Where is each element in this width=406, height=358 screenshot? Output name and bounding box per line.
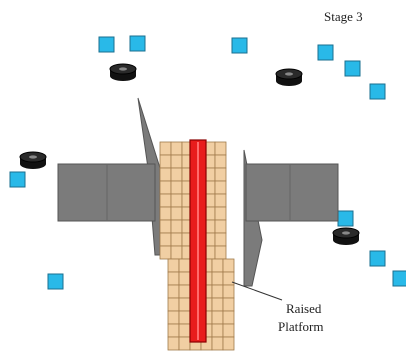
platform-box [170, 219, 183, 234]
platform-box [214, 141, 227, 156]
platform-box [170, 167, 183, 182]
platform-box [167, 310, 180, 325]
black-disks-group [19, 63, 360, 245]
platform-box [214, 180, 227, 195]
blue-square [369, 83, 386, 100]
platform-box [214, 154, 227, 169]
platform-box [170, 180, 183, 195]
platform-box [222, 310, 235, 325]
blue-square [317, 44, 334, 61]
platform-box [178, 310, 191, 325]
platform-box [178, 284, 191, 299]
platform-box [170, 193, 183, 208]
platform-box [170, 141, 183, 156]
platform-box [159, 141, 172, 156]
platform-box [214, 219, 227, 234]
platform-box [222, 336, 235, 351]
platform-box [167, 258, 180, 273]
platform-box [178, 323, 191, 338]
platform-box [159, 232, 172, 247]
platform-box [211, 271, 224, 286]
platform-box [167, 297, 180, 312]
platform-box [159, 245, 172, 260]
platform-box [211, 258, 224, 273]
blue-square [337, 210, 354, 227]
platform-box [170, 232, 183, 247]
platform-box [159, 219, 172, 234]
right-conveyor-belt [245, 163, 339, 222]
black-disk [109, 63, 137, 81]
blue-square [98, 36, 115, 53]
platform-box [159, 206, 172, 221]
platform-box [211, 336, 224, 351]
platform-box [214, 206, 227, 221]
platform-box [214, 232, 227, 247]
platform-box [178, 297, 191, 312]
platform-box [211, 310, 224, 325]
platform-box [167, 323, 180, 338]
platform-box [211, 323, 224, 338]
platform-box [222, 284, 235, 299]
platform-pointer-line [231, 281, 283, 301]
platform-box [211, 284, 224, 299]
platform-box [222, 271, 235, 286]
platform-box [214, 193, 227, 208]
black-disk [332, 227, 360, 245]
platform-box [178, 258, 191, 273]
stage-label: Stage 3 [324, 9, 363, 24]
blue-square [392, 270, 406, 287]
black-disk [275, 68, 303, 86]
blue-square [129, 35, 146, 52]
platform-box [170, 154, 183, 169]
blue-square [47, 273, 64, 290]
blue-square [369, 250, 386, 267]
platform-box [222, 323, 235, 338]
platform-box [167, 284, 180, 299]
platform-box [159, 154, 172, 169]
platform-box [211, 297, 224, 312]
platform-label-line1: Raised [286, 301, 322, 316]
platform-box [167, 271, 180, 286]
platform-box [214, 245, 227, 260]
platform-box [167, 336, 180, 351]
platform-box [214, 167, 227, 182]
platform-box [170, 206, 183, 221]
platform-box [170, 245, 183, 260]
blue-square [231, 37, 248, 54]
platform-box [178, 336, 191, 351]
black-disk [19, 151, 47, 169]
platform-box [222, 297, 235, 312]
platform-box [159, 180, 172, 195]
platform-box [222, 258, 235, 273]
platform-box [159, 167, 172, 182]
platform-box [159, 193, 172, 208]
platform-box [178, 271, 191, 286]
blue-square [9, 171, 26, 188]
platform-label-line2: Platform [278, 319, 324, 334]
blue-square [344, 60, 361, 77]
